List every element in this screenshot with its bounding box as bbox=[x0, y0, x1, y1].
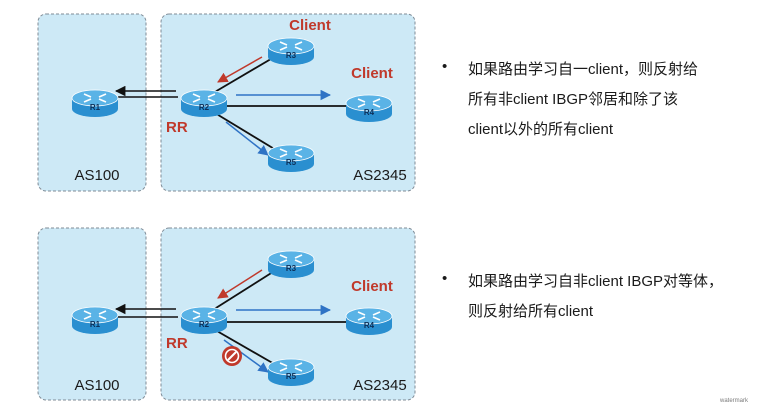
router-r4: R4 bbox=[345, 307, 393, 336]
text-line: 如果路由学习自一client，则反射给 bbox=[468, 61, 699, 78]
router-r1: R1 bbox=[71, 89, 119, 118]
router-r3: R3 bbox=[267, 250, 315, 279]
router-label: R2 bbox=[199, 103, 210, 112]
as2345-region bbox=[160, 13, 416, 192]
link-r2-r5 bbox=[209, 109, 277, 151]
router-r2: R2 bbox=[180, 306, 228, 335]
link-r2-r5 bbox=[209, 326, 277, 366]
client-label: Client bbox=[351, 278, 393, 295]
router-label: R1 bbox=[90, 320, 101, 329]
arrow-r2-to-r5 bbox=[223, 339, 269, 373]
client-label: Client bbox=[289, 17, 331, 34]
arrow-r3-to-r2 bbox=[217, 56, 263, 83]
router-label: R5 bbox=[286, 158, 297, 167]
router-r4: R4 bbox=[345, 94, 393, 123]
router-r1: R1 bbox=[71, 306, 119, 335]
bullet: • bbox=[442, 270, 448, 287]
client-label: Client bbox=[351, 65, 393, 82]
link-r2-r3 bbox=[207, 269, 277, 314]
no-entry-icon bbox=[222, 346, 242, 366]
top-diagram: R1 R2 R3 R4 R5 Client Client RR AS100 AS… bbox=[37, 13, 416, 192]
text-line: 所有非client IBGP邻居和除了该 bbox=[468, 91, 679, 108]
bullet: • bbox=[442, 58, 448, 75]
router-r2: R2 bbox=[180, 89, 228, 118]
link-r2-r3 bbox=[207, 55, 277, 97]
arrow-r2-to-r5 bbox=[225, 121, 269, 156]
as-label: AS2345 bbox=[353, 377, 406, 394]
text-line: 如果路由学习自非client IBGP对等体， bbox=[468, 273, 724, 290]
router-r5: R5 bbox=[267, 358, 315, 387]
text-line: 则反射给所有client bbox=[468, 303, 594, 320]
router-label: R1 bbox=[90, 103, 101, 112]
footer-watermark: watermark bbox=[720, 398, 749, 404]
bgp-route-reflector-diagram: R1 R2 R3 R4 R5 Client Client RR AS100 AS… bbox=[37, 13, 416, 401]
rr-label: RR bbox=[166, 119, 188, 136]
bottom-diagram: R1 R2 R3 R4 R5 Client RR AS100 AS2345 bbox=[37, 227, 416, 401]
router-label: R3 bbox=[286, 264, 297, 273]
as-label: AS100 bbox=[74, 167, 119, 184]
rr-label: RR bbox=[166, 335, 188, 352]
text-line: client以外的所有client bbox=[468, 121, 614, 138]
router-label: R3 bbox=[286, 51, 297, 60]
router-r5: R5 bbox=[267, 144, 315, 173]
arrow-r3-to-r2 bbox=[217, 269, 263, 299]
router-label: R4 bbox=[364, 321, 375, 330]
as-label: AS2345 bbox=[353, 167, 406, 184]
as-label: AS100 bbox=[74, 377, 119, 394]
router-label: R2 bbox=[199, 320, 210, 329]
router-label: R5 bbox=[286, 372, 297, 381]
router-label: R4 bbox=[364, 108, 375, 117]
router-r3: R3 bbox=[267, 37, 315, 66]
